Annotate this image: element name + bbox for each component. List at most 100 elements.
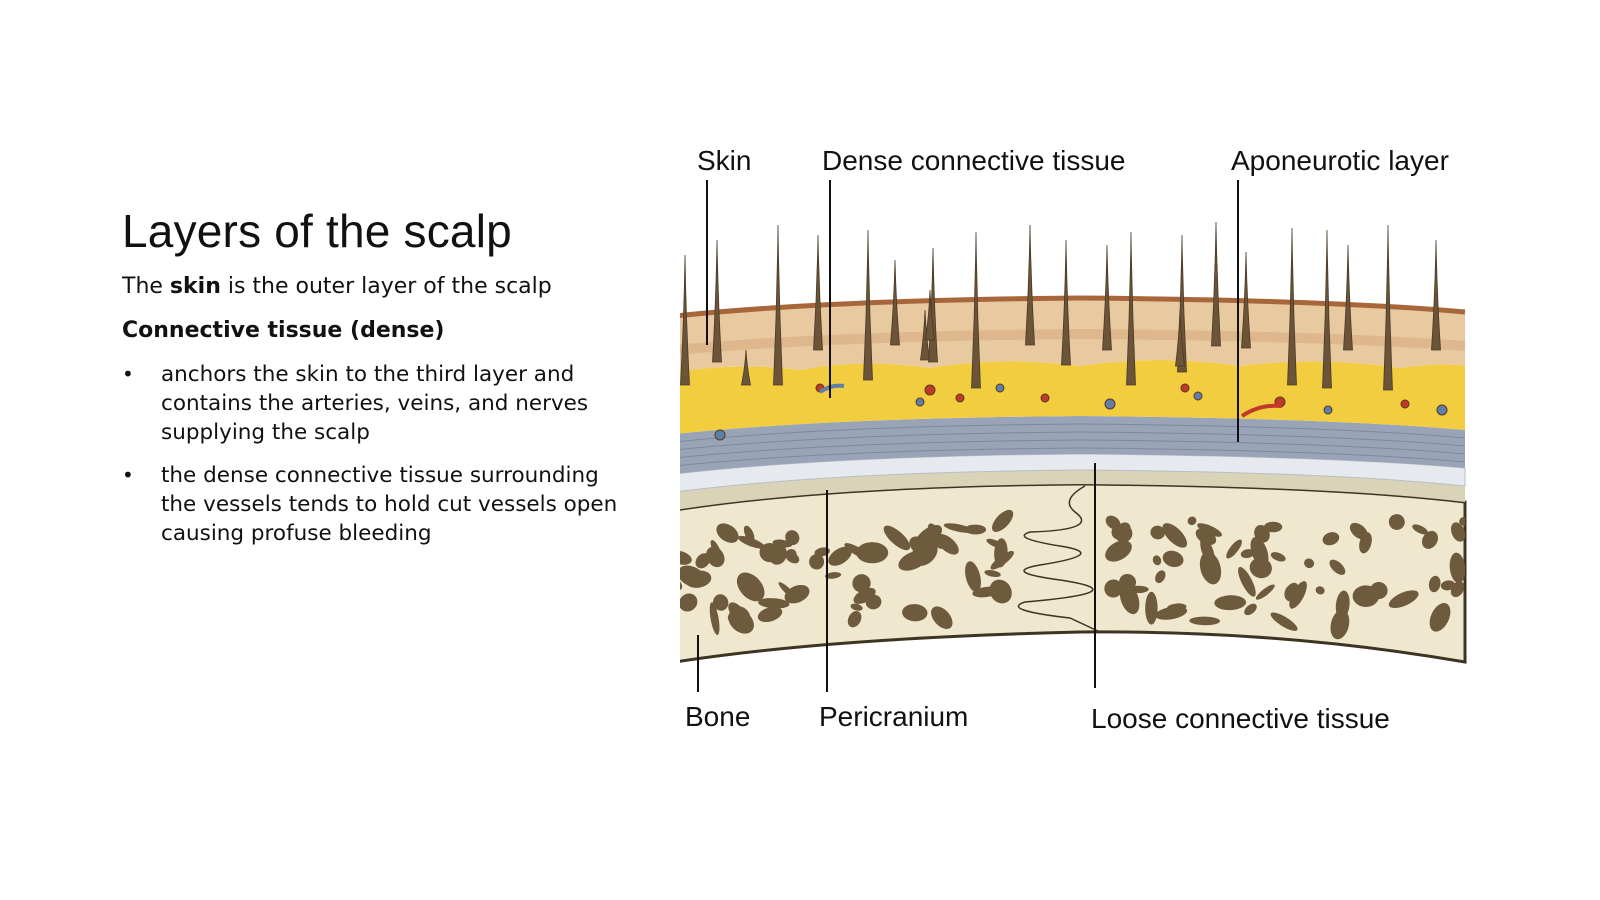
marrow-space (1255, 584, 1275, 600)
hair-shaft (971, 231, 981, 389)
marrow-space (964, 524, 987, 535)
marrow-space (716, 523, 739, 543)
marrow-space (784, 585, 810, 604)
marrow-space (1359, 532, 1372, 554)
hair-shafts (680, 221, 1441, 391)
vessel-cross-section (1323, 405, 1333, 415)
marrow-space (728, 609, 754, 634)
marrow-space (713, 594, 729, 611)
marrow-space (1152, 555, 1162, 566)
marrow-space (883, 525, 911, 551)
marrow-space (1200, 537, 1215, 565)
marrow-space (1322, 532, 1340, 546)
marrow-space (965, 561, 981, 593)
marrow-space (1238, 566, 1256, 597)
marrow-space (809, 554, 825, 570)
hair-shaft (1343, 244, 1353, 351)
hair-shaft (1102, 244, 1112, 351)
blood-vessels (714, 383, 1448, 441)
hair-shaft (1287, 227, 1297, 386)
marrow-space (785, 552, 800, 564)
hair-shaft (925, 289, 935, 341)
vessel-cross-section (995, 383, 1005, 393)
marrow-space (828, 546, 852, 566)
suture-line (1017, 485, 1101, 633)
marrow-space (1240, 549, 1255, 559)
hair-shaft (813, 234, 823, 351)
marrow-space (1119, 583, 1140, 615)
label-loose-connective: Loose connective tissue (1091, 703, 1390, 734)
vessel-cross-section (1040, 393, 1050, 403)
vessel-cross-section (915, 397, 925, 407)
hair-shaft (1126, 231, 1136, 386)
marrow-space (850, 603, 863, 611)
marrow-space (706, 546, 725, 568)
marrow-space (1189, 616, 1221, 626)
label-dense-connective: Dense connective tissue (822, 145, 1126, 176)
marrow-space (856, 542, 889, 564)
bullet-item: •anchors the skin to the third layer and… (122, 360, 622, 447)
marrow-space (1155, 570, 1166, 584)
marrow-space (1429, 603, 1451, 632)
bullet-text: anchors the skin to the third layer and … (161, 362, 589, 445)
marrow-space (984, 569, 1001, 578)
intro-bold-term: skin (169, 274, 221, 299)
marrow-space (1412, 524, 1428, 535)
marrow-space (758, 598, 790, 609)
marrow-space (992, 509, 1014, 532)
marrow-space (911, 540, 938, 566)
hair-shaft (890, 259, 900, 346)
hair-shaft (741, 349, 751, 386)
hair-shaft (863, 229, 873, 381)
marrow-space (1187, 516, 1197, 526)
marrow-space (1450, 522, 1465, 542)
marrow-space (1388, 514, 1405, 530)
intro-suffix: is the outer layer of the scalp (220, 274, 552, 299)
dense-connective-layer (680, 360, 1465, 434)
leader-lines (697, 180, 1239, 692)
hair-shaft (1061, 239, 1071, 366)
bullet-text: the dense connective tissue surrounding … (161, 463, 618, 546)
label-aponeurotic: Aponeurotic layer (1231, 145, 1449, 176)
pericranium-layer (680, 470, 1465, 510)
marrow-space (736, 572, 765, 602)
vessel-cross-section (714, 429, 726, 441)
marrow-space (1263, 521, 1283, 533)
marrow-space (737, 535, 765, 549)
label-bone: Bone (685, 701, 750, 732)
marrow-space (757, 606, 783, 623)
scalp-layers-diagram: Skin Dense connective tissue Aponeurotic… (680, 140, 1510, 760)
marrow-space (990, 551, 1014, 570)
marrow-space (1289, 581, 1307, 609)
marrow-space (989, 579, 1012, 604)
marrow-space (1421, 530, 1439, 549)
marrow-space (1440, 580, 1456, 591)
marrow-space (1113, 523, 1133, 543)
marrow-space (685, 570, 712, 588)
marrow-space (931, 606, 953, 629)
bullet-list: • anchors the skin to the third layer and… (122, 360, 622, 548)
marrow-space (680, 550, 692, 565)
aponeurotic-layer (680, 416, 1465, 474)
subheading: Connective tissue (dense) (122, 318, 445, 343)
hair-shaft (1025, 224, 1035, 346)
scalp-illustration: Skin Dense connective tissue Aponeurotic… (680, 145, 1467, 734)
intro-prefix: The (122, 274, 170, 299)
marrow-space (1459, 517, 1465, 526)
marrow-space (1388, 590, 1419, 609)
hair-shaft (773, 224, 783, 386)
vessel-cross-section (1104, 398, 1116, 410)
bullet-marker: • (122, 463, 134, 487)
hair-shaft (1322, 229, 1332, 389)
marrow-space (1249, 557, 1272, 579)
marrow-space (785, 530, 800, 546)
marrow-space (1105, 540, 1132, 562)
marrow-space (1244, 603, 1257, 616)
marrow-space (902, 604, 928, 622)
text-content: The skin is the outer layer of the scalp… (122, 272, 622, 562)
marrow-space (1270, 552, 1286, 562)
marrow-space (759, 542, 780, 563)
marrow-space (936, 534, 959, 555)
bone-marrow-spaces (680, 509, 1465, 640)
hair-shaft (1383, 224, 1393, 391)
